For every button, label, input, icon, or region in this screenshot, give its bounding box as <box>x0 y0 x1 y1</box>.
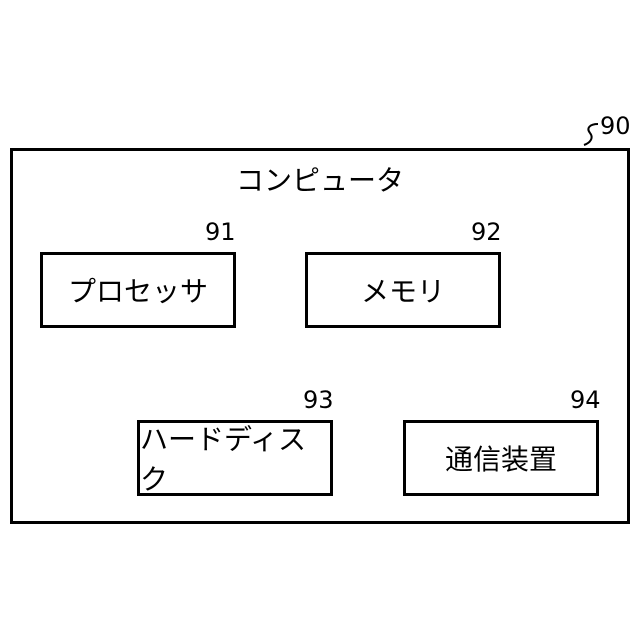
leader-90 <box>584 124 598 145</box>
processor-box: プロセッサ <box>40 252 236 328</box>
hard-disk-box: ハードディスク <box>137 420 333 496</box>
communication-device-box: 通信装置 <box>403 420 599 496</box>
processor-label: プロセッサ <box>68 270 208 310</box>
communication-device-label: 通信装置 <box>445 438 557 478</box>
memory-ref: 92 <box>471 220 502 244</box>
memory-box: メモリ <box>305 252 501 328</box>
hard-disk-label: ハードディスク <box>140 418 330 498</box>
hard-disk-ref: 93 <box>303 388 334 412</box>
processor-ref: 91 <box>205 220 236 244</box>
computer-label: コンピュータ <box>0 159 640 199</box>
communication-device-ref: 94 <box>570 388 601 412</box>
memory-label: メモリ <box>361 270 445 310</box>
computer-ref: 90 <box>600 114 631 138</box>
